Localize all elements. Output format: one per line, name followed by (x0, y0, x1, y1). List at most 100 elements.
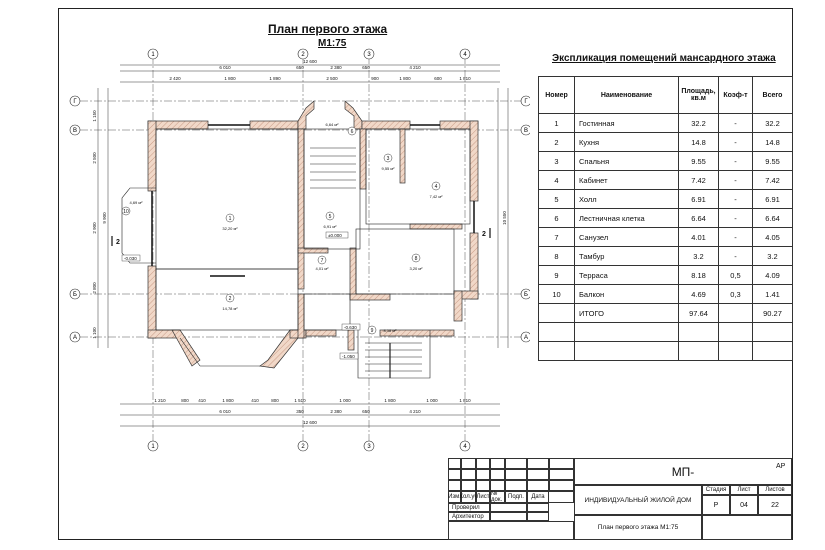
stamp-cell (448, 480, 461, 491)
room-number: 2 (229, 296, 232, 302)
axis-letter: Б (73, 292, 77, 298)
dim-text: 1 810 (459, 76, 471, 81)
table-cell: 4 (538, 170, 575, 190)
table-cell: 6 (538, 208, 575, 228)
dim-text: 800 (181, 398, 189, 403)
dim-text: 410 (251, 398, 259, 403)
stamp-cell (527, 503, 549, 512)
axis-letter: А (524, 335, 528, 341)
axis-number: 1 (151, 444, 155, 450)
room-number: 7 (321, 258, 324, 264)
room-number: 1 (229, 216, 232, 222)
dim-text: 1 800 (384, 398, 396, 403)
windows (151, 124, 475, 277)
room-number: 6 (351, 129, 354, 135)
table-cell: - (718, 132, 753, 152)
stamp-col-header: Дата (527, 491, 549, 503)
header-cell: Площадь, кв.м (678, 76, 719, 114)
dim-text: 800 (271, 398, 279, 403)
room-number: 8 (415, 256, 418, 262)
stamp-sheet-title: План первого этажа М1:75 (574, 515, 702, 540)
stamp-cell (505, 480, 527, 491)
table-cell: 1 (538, 113, 575, 133)
dim-text: 2 420 (169, 76, 181, 81)
title-block: Изм. Кол.уч Лист № док. Подп. Дата Прове… (448, 458, 792, 540)
dim-text: 2 500 (92, 152, 97, 164)
table-cell: 4.05 (752, 227, 793, 247)
axis-number: 1 (151, 52, 155, 58)
stamp-cell (448, 521, 574, 540)
stamp-code: МП- (574, 458, 792, 485)
axis-letter: А (73, 335, 77, 341)
stamp-cell (490, 458, 505, 469)
table-cell (752, 322, 793, 342)
stamp-col-header: Кол.уч (460, 491, 478, 503)
table-cell (718, 341, 753, 361)
table-cell (678, 322, 719, 342)
table-cell (538, 341, 575, 361)
table-cell: 90.27 (752, 303, 793, 323)
table-cell: - (718, 170, 753, 190)
stamp-cell (476, 480, 490, 491)
dim-text: 2 800 (92, 282, 97, 294)
table-cell: 9 (538, 265, 575, 285)
dim-text: 4 210 (409, 409, 421, 414)
stamp-sheet-value: 04 (730, 495, 758, 515)
table-cell (538, 303, 575, 323)
stamp-sheets-value: 22 (758, 495, 792, 515)
stamp-stage-label: Стадия (702, 485, 730, 495)
room-number: 9 (371, 328, 374, 334)
table-cell: 7 (538, 227, 575, 247)
dimension-lines (97, 64, 509, 427)
room-area: 3,20 м² (410, 266, 424, 271)
axis-letter: В (524, 128, 528, 134)
stamp-col-header: № док. (490, 491, 505, 503)
stamp-stage-value: Р (702, 495, 730, 515)
dim-text: 1 800 (399, 76, 411, 81)
stamp-cell (461, 458, 476, 469)
table-cell: Лестничная клетка (574, 208, 679, 228)
room-markers: 1 32,20 м² 2 14,78 м² 3 9,55 м² 4 7,42 м… (121, 122, 444, 335)
room-area: 7,42 м² (430, 194, 444, 199)
axis-number: 4 (463, 52, 467, 58)
table-cell: 6.91 (752, 189, 793, 209)
dim-text: 2 900 (92, 222, 97, 234)
dim-text: 2 500 (326, 76, 338, 81)
dim-text: 1 000 (339, 398, 351, 403)
section-mark-left: 2 (116, 239, 120, 246)
stamp-cell (490, 469, 505, 480)
table-cell (718, 303, 753, 323)
table-cell: Кухня (574, 132, 679, 152)
stamp-cell (505, 469, 527, 480)
room-area: 9,55 м² (382, 166, 396, 171)
stamp-cell (476, 469, 490, 480)
table-cell: Спальня (574, 151, 679, 171)
table-cell: 97.64 (678, 303, 719, 323)
dim-text: 2 380 (330, 409, 342, 414)
table-cell: 8.18 (678, 265, 719, 285)
dim-text: 900 (371, 76, 379, 81)
table-cell: Холл (574, 189, 679, 209)
axis-markers: 1 2 3 4 1 2 3 4 Г В Б А Г В Б А (69, 48, 530, 452)
table-empty-row (538, 341, 793, 361)
dim-total-right: 10 550 (502, 211, 507, 225)
table-cell: - (718, 208, 753, 228)
stamp-cell (448, 469, 461, 480)
dim-text: 1 810 (459, 398, 471, 403)
table-cell: 32.2 (752, 113, 793, 133)
stamp-cell (527, 469, 549, 480)
level-mark: -1.050 (342, 354, 355, 359)
explication-table: Номер Наименование Площадь, кв.м Коэф-т … (538, 76, 793, 361)
walls (147, 100, 479, 369)
room-area: 8,18 м² (384, 328, 398, 333)
header-cell: Номер (538, 76, 575, 114)
stamp-col-header: Изм. (448, 491, 461, 503)
stamp-checked-label: Проверил (448, 503, 490, 512)
